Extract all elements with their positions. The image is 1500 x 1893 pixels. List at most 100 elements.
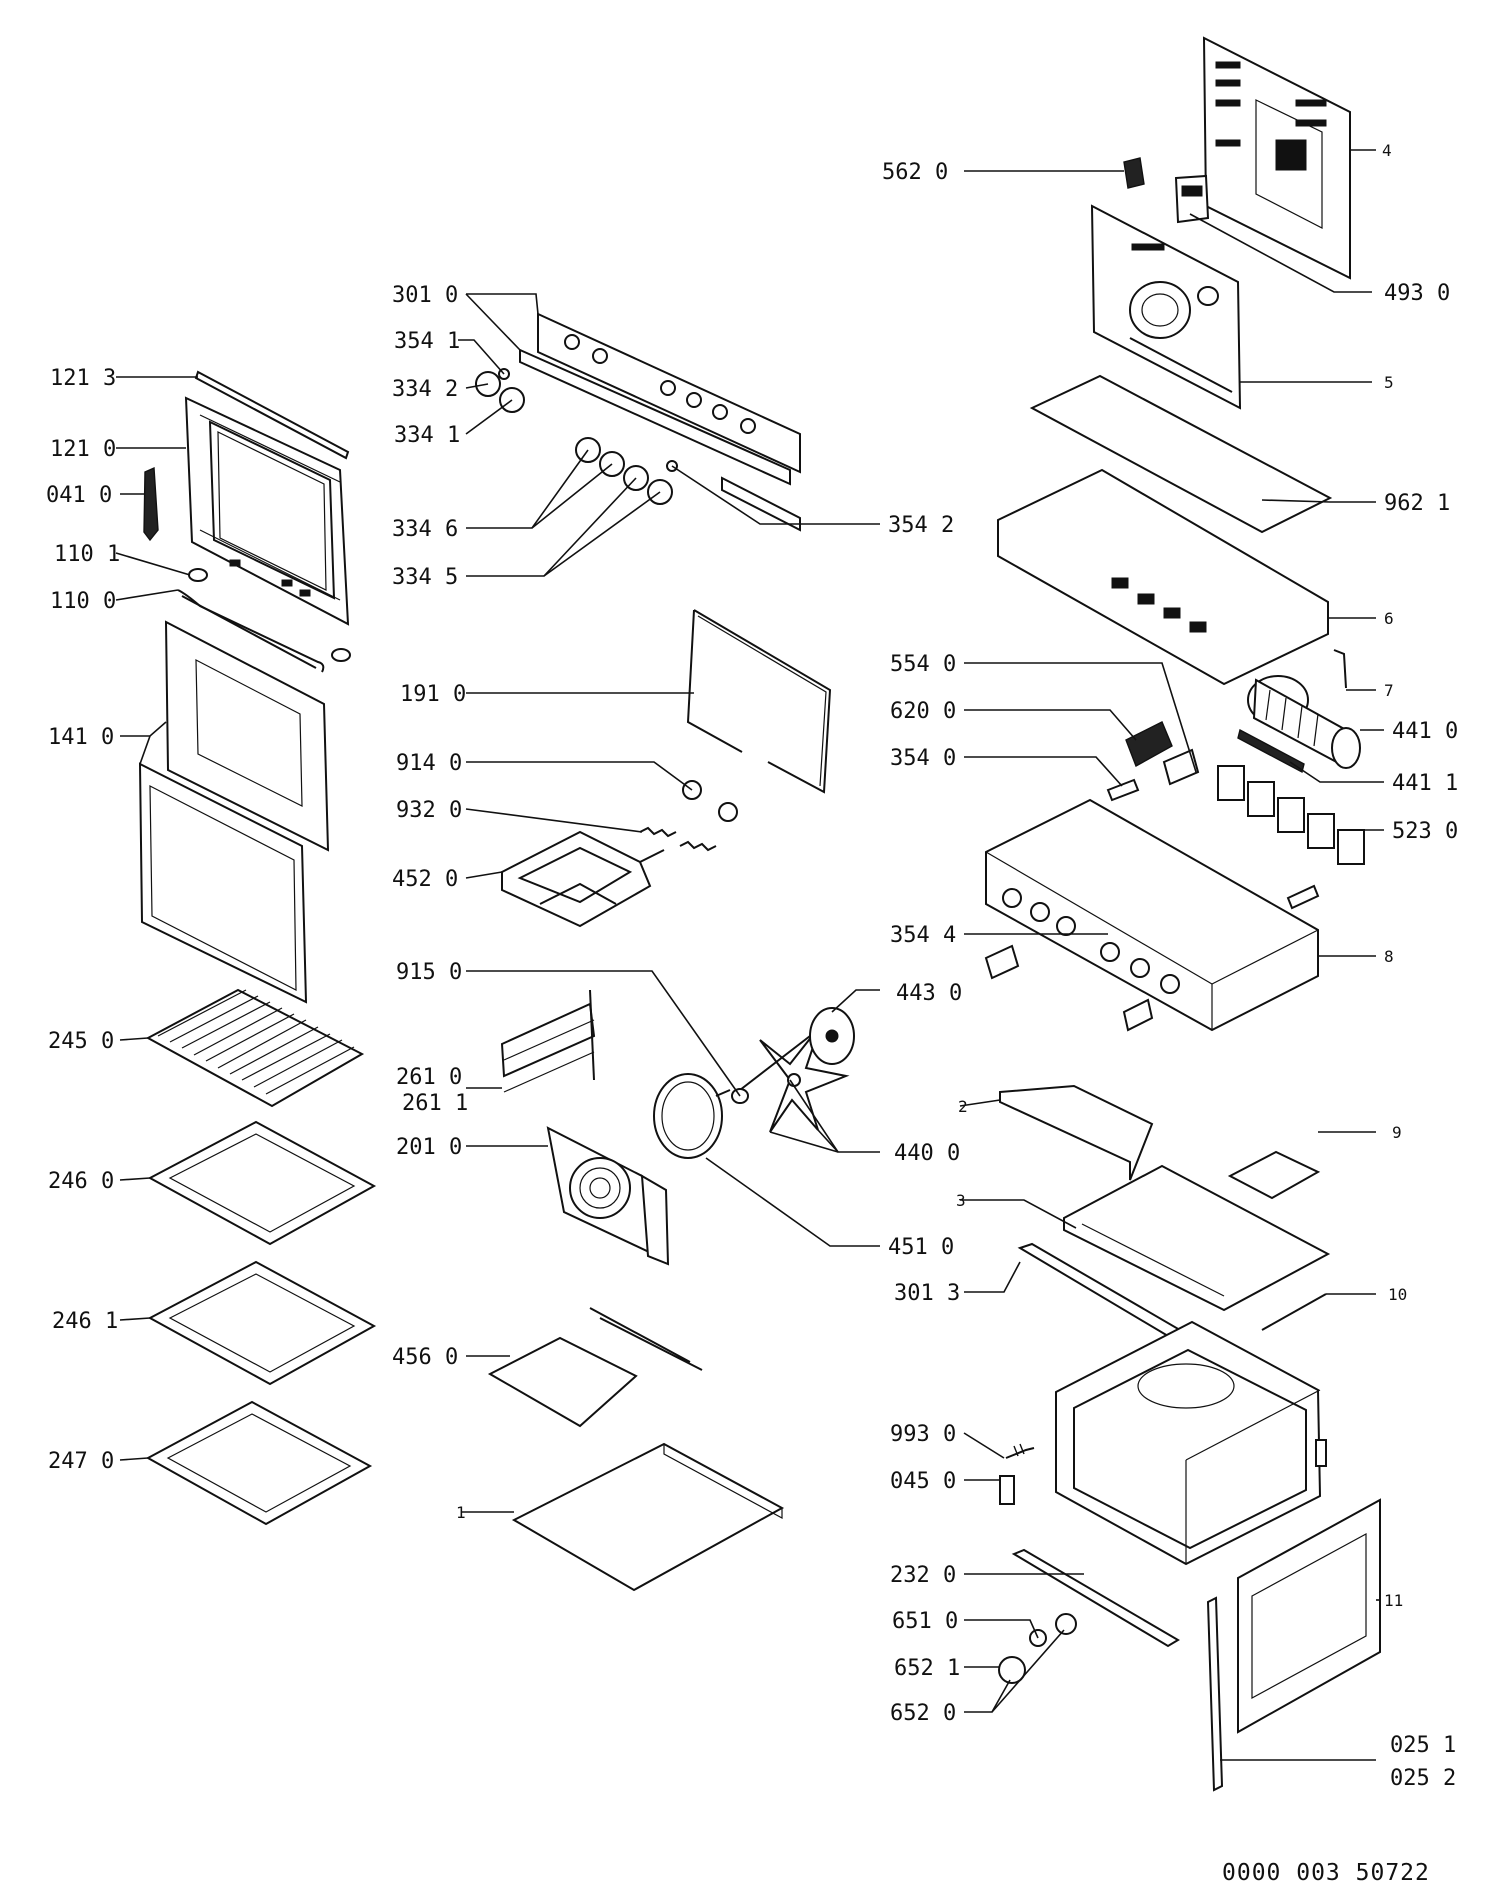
label-914-0: 914 0 (396, 751, 462, 776)
seal-strip (1261, 1293, 1327, 1331)
label-11: 11 (1384, 1591, 1403, 1610)
label-6: 6 (1384, 609, 1394, 628)
door-switch (999, 1475, 1015, 1505)
label-246-1: 246 1 (52, 1309, 118, 1334)
door-bushing (188, 568, 351, 662)
label-045-0: 045 0 (890, 1469, 956, 1494)
label-7: 7 (1384, 681, 1394, 700)
label-5: 5 (1384, 373, 1394, 392)
label-441-0: 441 0 (1392, 719, 1458, 744)
label-041-0: 041 0 (46, 483, 112, 508)
oven-cavity (1055, 1320, 1327, 1566)
bottom-heating-element (487, 1307, 703, 1428)
label-334-1: 334 1 (394, 423, 460, 448)
label-562-0: 562 0 (882, 160, 948, 185)
label-493-0: 493 0 (1384, 281, 1450, 306)
fan-motor-assembly (1247, 675, 1361, 769)
switch-block (1125, 721, 1173, 768)
label-523-0: 523 0 (1392, 819, 1458, 844)
label-620-0: 620 0 (890, 699, 956, 724)
label-440-0: 440 0 (894, 1141, 960, 1166)
label-334-6: 334 6 (392, 517, 458, 542)
label-932-0: 932 0 (396, 798, 462, 823)
control-panel (519, 312, 801, 532)
thermostat-switch (1123, 157, 1145, 189)
cavity-top-panel (1063, 1164, 1331, 1312)
label-334-5: 334 5 (392, 565, 458, 590)
terminal-strip (1237, 728, 1305, 774)
label-451-0: 451 0 (888, 1235, 954, 1260)
connector-pin (1333, 649, 1347, 689)
label-3: 3 (956, 1191, 966, 1210)
label-993-0: 993 0 (890, 1422, 956, 1447)
leader-lines (115, 149, 1384, 1761)
baking-tray-3 (145, 1400, 373, 1526)
support-rail (1227, 1150, 1321, 1200)
label-915-0: 915 0 (396, 960, 462, 985)
label-245-0: 245 0 (48, 1029, 114, 1054)
label-201-0: 201 0 (396, 1135, 462, 1160)
label-10: 10 (1388, 1285, 1407, 1304)
top-cover-panel (997, 468, 1329, 686)
label-191-0: 191 0 (400, 682, 466, 707)
lamp-socket (984, 944, 1154, 1032)
baking-tray-1 (147, 1120, 377, 1246)
relays (1217, 765, 1365, 865)
label-110-0: 110 0 (50, 589, 116, 614)
label-025-2: 025 2 (1390, 1766, 1456, 1791)
oven-door-seal (686, 609, 832, 794)
door-hinge (143, 466, 159, 542)
fan-cover (546, 1126, 670, 1266)
label-301-0: 301 0 (392, 283, 458, 308)
part-labels: 562 0 4 493 0 301 0 354 1 334 2 334 1 5 … (46, 141, 1458, 1791)
label-334-2: 334 2 (392, 377, 458, 402)
label-443-0: 443 0 (896, 981, 962, 1006)
label-247-0: 247 0 (48, 1449, 114, 1474)
door-glass-panels (138, 620, 330, 1004)
label-246-0: 246 0 (48, 1169, 114, 1194)
label-652-1: 652 1 (894, 1656, 960, 1681)
oven-rack (145, 988, 365, 1108)
knob-shafts (998, 1613, 1077, 1684)
label-261-1: 261 1 (402, 1091, 468, 1116)
door-seal-tube (177, 589, 325, 673)
label-121-0: 121 0 (50, 437, 116, 462)
thermostat-probe (1005, 1443, 1035, 1459)
document-number: 0000 003 50722 (1222, 1860, 1430, 1886)
element-springs (639, 780, 738, 852)
oven-door-inner-frame (184, 396, 350, 626)
label-354-0: 354 0 (890, 746, 956, 771)
label-452-0: 452 0 (392, 867, 458, 892)
side-panel (1237, 1498, 1381, 1734)
label-456-0: 456 0 (392, 1345, 458, 1370)
electronics-chassis (985, 798, 1319, 1032)
transformer-block (1174, 174, 1210, 224)
label-441-1: 441 1 (1392, 771, 1458, 796)
label-110-1: 110 1 (54, 542, 120, 567)
top-heating-element (501, 830, 665, 928)
door-hinge-strip (1206, 1596, 1224, 1792)
door-trim-strip (194, 370, 350, 460)
side-bracket (999, 1084, 1154, 1181)
label-1: 1 (456, 1503, 466, 1522)
shelf-runners (500, 989, 596, 1093)
label-9: 9 (1392, 1123, 1402, 1142)
rear-cover-panel (1202, 36, 1351, 280)
label-354-4: 354 4 (890, 923, 956, 948)
label-141-0: 141 0 (48, 725, 114, 750)
lamp-holder (1106, 778, 1320, 910)
baking-tray-2 (147, 1260, 377, 1386)
fan-motor (739, 1007, 855, 1091)
rear-mounting-panel (1090, 204, 1242, 410)
circular-heating-element (653, 1073, 731, 1159)
fan-blade (759, 1025, 850, 1133)
label-121-3: 121 3 (50, 366, 116, 391)
label-354-1: 354 1 (394, 329, 460, 354)
label-2: 2 (958, 1097, 968, 1116)
label-4: 4 (1382, 141, 1392, 160)
label-232-0: 232 0 (890, 1563, 956, 1588)
oven-base-panel (511, 1442, 785, 1592)
label-962-1: 962 1 (1384, 491, 1450, 516)
label-8: 8 (1384, 947, 1394, 966)
